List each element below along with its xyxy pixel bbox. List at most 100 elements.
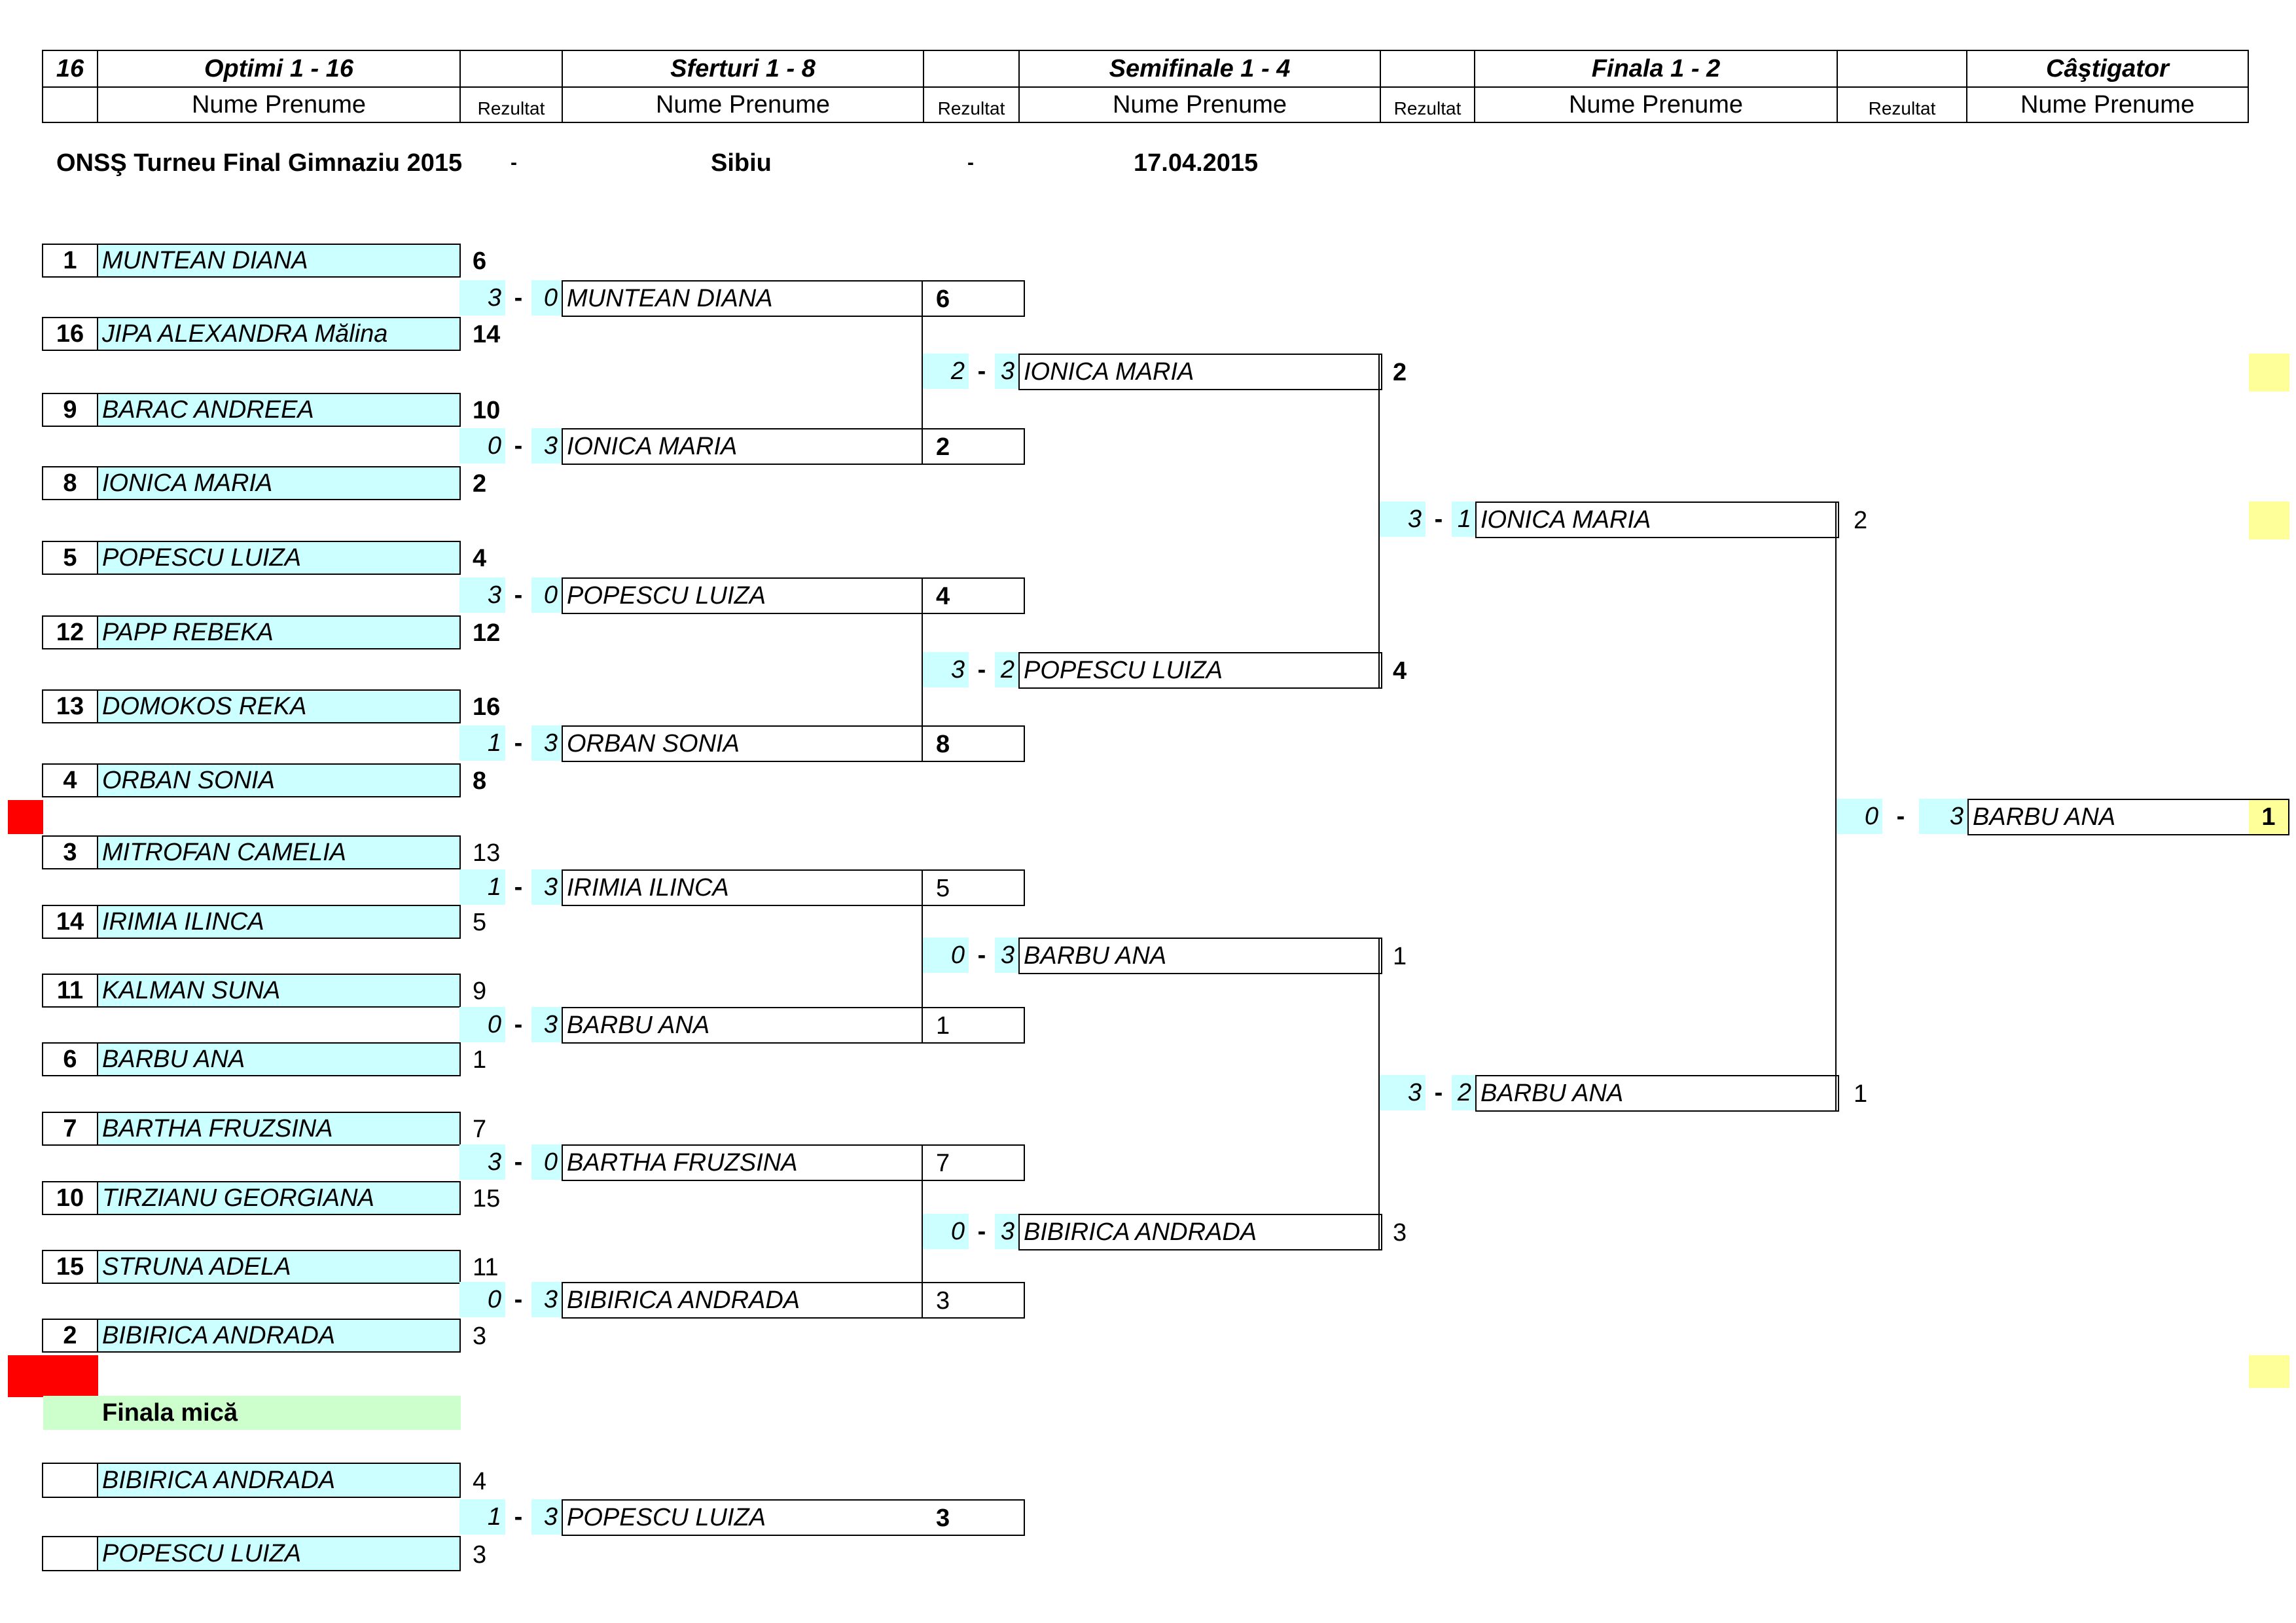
- set-score-a: 0: [923, 938, 969, 973]
- player-seed: [42, 1536, 98, 1571]
- set-score-dash: -: [1426, 1075, 1452, 1110]
- player-seed: 11: [42, 974, 98, 1008]
- player-name: MITROFAN CAMELIA: [97, 835, 461, 869]
- set-score-b: 2: [995, 652, 1018, 687]
- yellow-marker: [2249, 354, 2289, 392]
- set-score-dash: -: [505, 1144, 531, 1180]
- player-rank: 3: [473, 1541, 487, 1569]
- advancing-player-rank: 3: [936, 1504, 950, 1532]
- advancing-player-rank: 1: [1393, 943, 1407, 970]
- set-score-b: 3: [531, 725, 562, 761]
- set-score-b: 3: [531, 1007, 562, 1042]
- round-header-castigator: Câştigator: [1966, 50, 2249, 88]
- set-score-a: 1: [459, 869, 505, 905]
- event-separator: -: [967, 152, 974, 173]
- name-col-header: Nume Prenume: [1018, 86, 1381, 123]
- player-name: TIRZIANU GEORGIANA: [97, 1181, 461, 1215]
- set-score-a: 0: [459, 1007, 505, 1042]
- player-name: POPESCU LUIZA: [97, 1536, 461, 1571]
- name-label: Nume Prenume: [2020, 90, 2195, 119]
- round-label: Finala 1 - 2: [1591, 54, 1721, 82]
- name-col-header: Nume Prenume: [1474, 86, 1838, 123]
- set-score-a: 0: [1837, 799, 1882, 834]
- set-score-dash: -: [505, 1282, 531, 1317]
- name-label: Nume Prenume: [655, 90, 831, 119]
- advancing-player-name: IRIMIA ILINCA: [562, 869, 1025, 906]
- set-score-b: 3: [1919, 799, 1967, 834]
- player-name: MUNTEAN DIANA: [97, 244, 461, 278]
- player-rank: 11: [473, 1254, 499, 1281]
- player-rank: 3: [473, 1322, 487, 1350]
- set-score-a: 3: [1380, 1075, 1426, 1110]
- player-name: POPESCU LUIZA: [97, 541, 461, 575]
- advancing-player-rank: 8: [936, 731, 950, 758]
- name-label: Nume Prenume: [1112, 90, 1287, 119]
- set-score-dash: -: [1882, 799, 1919, 834]
- yellow-marker: [2249, 1355, 2289, 1388]
- player-name: BIBIRICA ANDRADA: [97, 1463, 461, 1498]
- player-seed: 2: [42, 1319, 98, 1353]
- advancing-player-rank: 6: [936, 285, 950, 313]
- advancing-player-name: IONICA MARIA: [562, 428, 1025, 465]
- bracket-connector: [922, 577, 923, 762]
- player-seed: 10: [42, 1181, 98, 1215]
- player-name: ORBAN SONIA: [97, 763, 461, 797]
- round-header-optimi: Optimi 1 - 16: [97, 50, 461, 88]
- player-seed: 5: [42, 541, 98, 575]
- set-score-a: 1: [459, 1499, 505, 1535]
- red-marker: [8, 800, 43, 834]
- advancing-player-rank: 4: [936, 583, 950, 610]
- result-label: Rezultat: [1868, 98, 1936, 119]
- player-name: STRUNA ADELA: [97, 1250, 461, 1284]
- set-score-dash: -: [969, 652, 995, 687]
- name-label: Nume Prenume: [191, 90, 367, 119]
- player-seed: 9: [42, 393, 98, 427]
- result-col-header: Rezultat: [459, 86, 563, 123]
- set-score-a: 1: [459, 725, 505, 761]
- result-col-header: Rezultat: [1380, 86, 1475, 123]
- bracket-connector: [922, 869, 923, 1044]
- player-name: JIPA ALEXANDRA Mălina: [97, 317, 461, 351]
- player-seed: 3: [42, 835, 98, 869]
- player-seed: 8: [42, 466, 98, 500]
- advancing-player-rank: 1: [1854, 1080, 1868, 1108]
- event-separator: -: [511, 152, 517, 173]
- set-score-dash: -: [969, 354, 995, 389]
- bracket-connector: [922, 280, 923, 465]
- advancing-player-name: BARBU ANA: [1475, 1075, 1839, 1112]
- yellow-marker: [2249, 501, 2289, 539]
- player-seed: 13: [42, 689, 98, 723]
- advancing-player-name: IONICA MARIA: [1475, 501, 1839, 538]
- set-score-a: 0: [459, 428, 505, 464]
- set-score-b: 2: [1452, 1075, 1475, 1110]
- player-seed: 4: [42, 763, 98, 797]
- player-rank: 7: [473, 1116, 487, 1143]
- set-score-b: 3: [531, 428, 562, 464]
- advancing-player-rank: 2: [1393, 359, 1407, 386]
- set-score-a: 3: [459, 1144, 505, 1180]
- player-rank: 6: [473, 247, 487, 275]
- player-rank: 15: [473, 1185, 501, 1213]
- set-score-a: 0: [923, 1214, 969, 1249]
- set-score-a: 2: [923, 354, 969, 389]
- player-name: IONICA MARIA: [97, 466, 461, 500]
- set-score-b: 3: [531, 1282, 562, 1317]
- advancing-player-name: ORBAN SONIA: [562, 725, 1025, 762]
- header-spacer: [42, 86, 98, 123]
- winner-rank-cell: 1: [2249, 799, 2289, 835]
- set-score-a: 3: [459, 280, 505, 316]
- set-score-dash: -: [1426, 501, 1452, 537]
- small-final-title: Finala mică: [102, 1398, 238, 1427]
- set-score-b: 3: [531, 869, 562, 905]
- advancing-player-rank: 3: [936, 1287, 950, 1315]
- advancing-player-name: BIBIRICA ANDRADA: [562, 1282, 1025, 1319]
- header-spacer: [1380, 50, 1475, 88]
- bracket-connector: [1378, 938, 1380, 1250]
